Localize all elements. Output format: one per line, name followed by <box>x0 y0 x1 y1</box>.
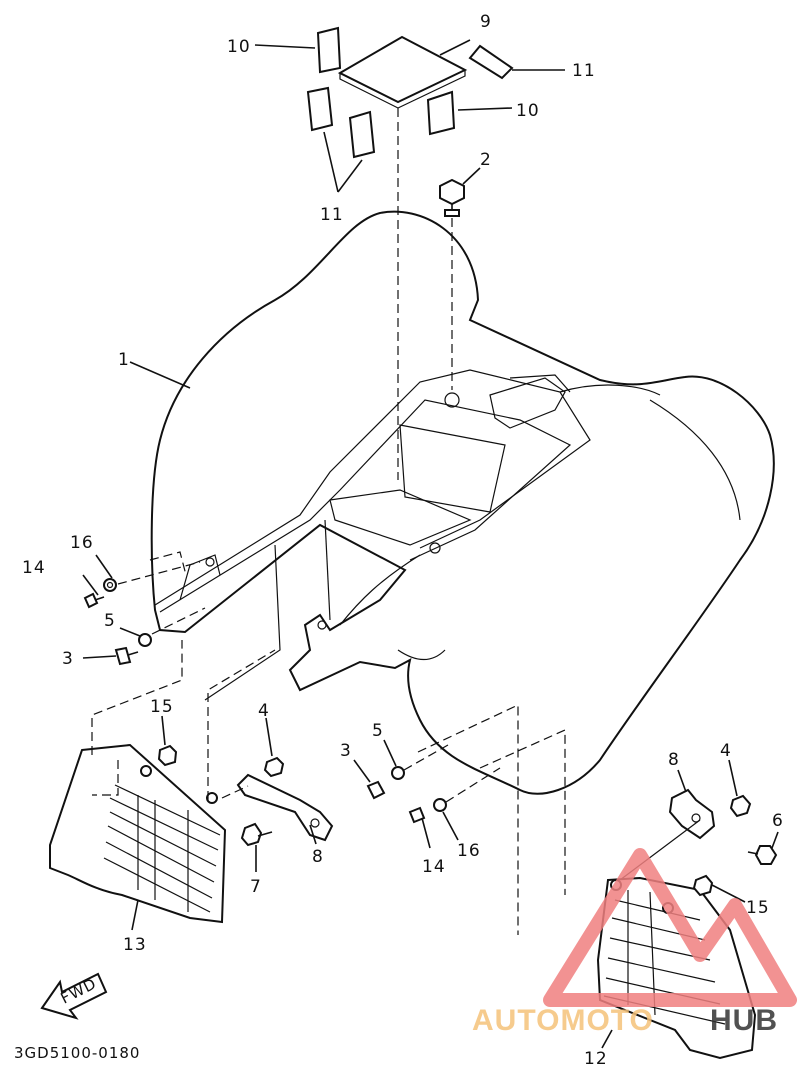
callout-labels: 10 9 11 10 11 2 1 16 14 5 3 15 4 8 7 13 … <box>22 12 784 1069</box>
nut-16-right <box>433 798 447 812</box>
bolt-3-left <box>114 646 139 666</box>
callout-8-left: 7 <box>250 877 262 897</box>
dash-flap-12-a <box>417 704 519 935</box>
dash-bracket-7 <box>221 785 249 799</box>
callout-6: 8 <box>668 750 680 770</box>
pad-10-left <box>316 26 342 74</box>
collar-5-left <box>138 633 152 647</box>
bolt-8-left <box>240 822 273 847</box>
dash-flap-13-b <box>92 760 119 796</box>
leader-lines <box>82 39 779 1049</box>
dash-16-left <box>117 561 201 585</box>
nut-4-left <box>263 756 285 778</box>
pad-11-right <box>468 44 514 80</box>
nut-4-right <box>729 794 752 818</box>
bolt-3-right <box>366 780 386 800</box>
callout-11-left: 11 <box>320 205 344 225</box>
callout-8-right: 6 <box>772 811 784 831</box>
collar-5-right <box>391 766 405 780</box>
screw-14-left <box>83 592 105 609</box>
callout-3-right: 3 <box>340 741 352 761</box>
nut-15-right <box>692 874 714 897</box>
callout-10-right: 10 <box>516 101 540 121</box>
callout-15-left: 15 <box>150 697 174 717</box>
dash-5-left <box>151 607 206 635</box>
watermark-text-hub: HUB <box>710 1004 778 1037</box>
pad-11-left-b <box>348 110 376 159</box>
callout-4-left: 4 <box>258 701 270 721</box>
callout-16-right: 16 <box>457 841 481 861</box>
callout-10-left: 10 <box>227 37 251 57</box>
nut-16-left <box>103 578 117 592</box>
dash-16-right <box>445 767 501 803</box>
nut-15-left <box>157 744 178 767</box>
callout-14-left: 14 <box>22 558 46 578</box>
callout-7: 8 <box>312 847 324 867</box>
mudflap-13 <box>49 743 227 924</box>
pad-11-left-a <box>306 86 334 132</box>
callout-16-left: 16 <box>70 533 94 553</box>
dash-flap-13-a <box>91 640 183 755</box>
watermark-logo-mark <box>543 848 797 1007</box>
screw-14-right <box>408 806 426 824</box>
callout-5-right: 5 <box>372 721 384 741</box>
callout-14-right: 14 <box>422 857 446 877</box>
automotohub-watermark: AUTOMOTO HUB <box>472 848 797 1037</box>
callout-11-right: 11 <box>572 61 596 81</box>
bracket-6 <box>668 788 716 840</box>
callout-3-left: 3 <box>62 649 74 669</box>
pad-10-right <box>426 90 456 136</box>
bolt-8-right <box>747 845 778 865</box>
dash-flap-12-b <box>479 729 566 895</box>
callout-2: 2 <box>480 150 492 170</box>
dash-flap-13-c <box>207 649 276 800</box>
rear-fender <box>150 210 775 795</box>
dash-5-right <box>403 744 449 771</box>
dash-mount-left <box>149 551 187 576</box>
callout-13: 13 <box>123 935 147 955</box>
bracket-7 <box>236 773 334 842</box>
callout-4-right: 4 <box>720 741 732 761</box>
callout-1: 1 <box>118 350 130 370</box>
callout-9: 9 <box>480 12 492 32</box>
drawing-code: 3GD5100-0180 <box>14 1044 140 1062</box>
callout-15-right: 15 <box>746 898 770 918</box>
bolt-2 <box>439 178 465 390</box>
forward-direction-arrow: FWD <box>40 972 108 1020</box>
watermark-text-automoto: AUTOMOTO <box>472 1004 654 1037</box>
callout-12: 12 <box>584 1049 608 1069</box>
callout-5-left: 5 <box>104 611 116 631</box>
